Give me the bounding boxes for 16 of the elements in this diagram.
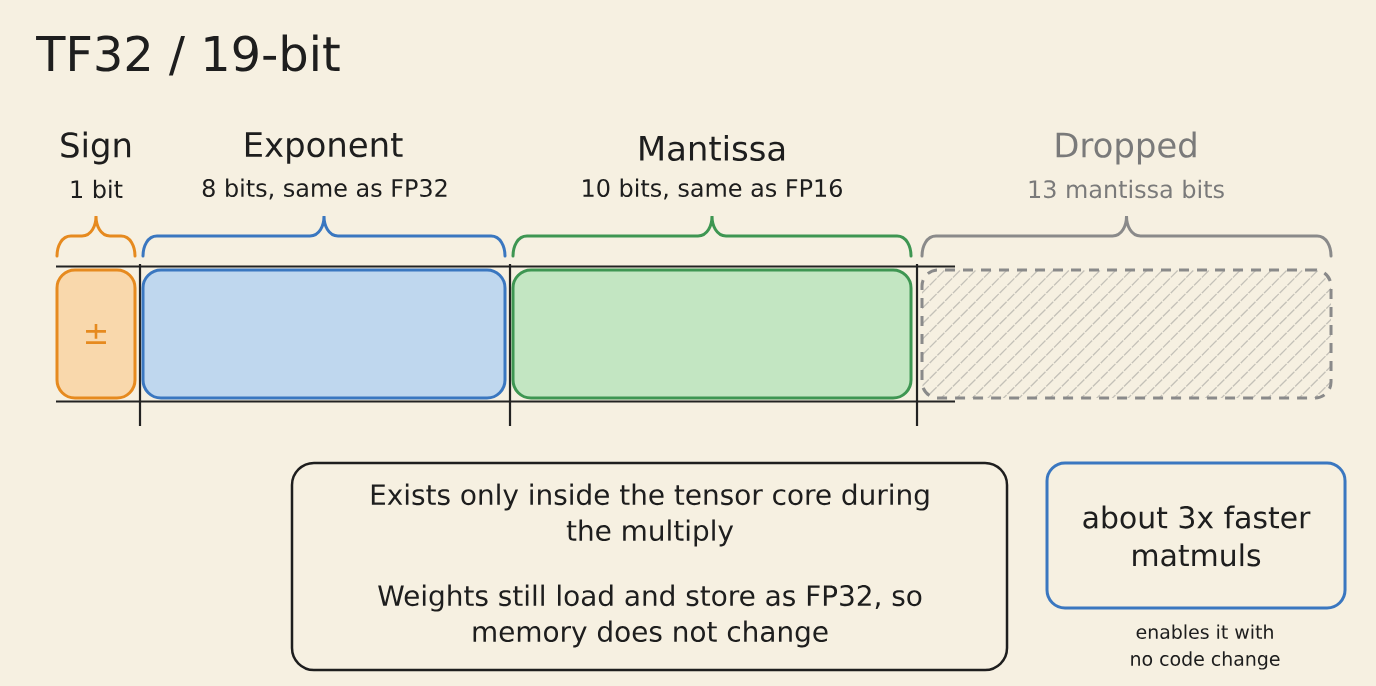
dropped-bits-box bbox=[920, 268, 1333, 400]
bit-count-label: 10 bits, same as FP16 bbox=[583, 178, 842, 200]
note-box bbox=[290, 461, 1009, 672]
sign-symbol: ± bbox=[86, 324, 106, 344]
field-heading: Exponent bbox=[245, 132, 403, 164]
title: TF32 / 19-bit bbox=[36, 34, 340, 76]
field-heading: Mantissa bbox=[640, 134, 785, 162]
note-text: Exists only inside the tensor core during the multiply bbox=[371, 483, 929, 547]
bit-count-label: 8 bits, same as FP32 bbox=[202, 178, 447, 200]
field-heading: Dropped bbox=[1056, 131, 1196, 165]
bit-count-label: 13 mantissa bits bbox=[1029, 179, 1224, 199]
bit-count-label: 1 bit bbox=[71, 179, 123, 199]
footnote-text: enables it with no code change bbox=[1131, 624, 1280, 670]
callout-text: about 3x faster matmuls bbox=[1083, 505, 1311, 567]
field-heading: Sign bbox=[61, 131, 131, 165]
note-text: Weights still load and store as FP32, so memory does not change bbox=[378, 584, 922, 648]
